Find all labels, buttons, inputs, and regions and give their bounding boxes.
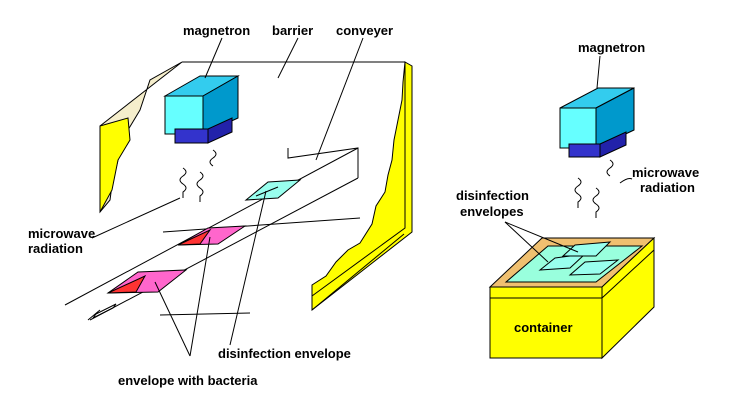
magnetron-right-base xyxy=(568,143,601,158)
leader-magnetron-right xyxy=(596,55,601,89)
magnetron-left-base xyxy=(174,128,209,144)
label-radiation-right: radiation xyxy=(640,180,695,195)
left-tunnel-diagram xyxy=(64,37,413,357)
wave-arrow-right-2 xyxy=(592,187,600,218)
label-envelope-with-bacteria: envelope with bacteria xyxy=(118,373,258,388)
container-side xyxy=(601,236,655,360)
bacteria-envelope-2-flap xyxy=(107,274,147,294)
conveyor-edge-2 xyxy=(89,177,359,321)
container-rim-lower xyxy=(490,249,655,299)
disinfection-envelope-flap xyxy=(255,186,279,197)
label-disinfection-envelope: disinfection envelope xyxy=(218,346,351,361)
left-wall-yellow xyxy=(99,117,131,213)
conveyor-front-1 xyxy=(162,217,361,233)
magnetron-left-base-side xyxy=(207,117,233,144)
leader-disinfection-envelopes-1 xyxy=(504,221,549,263)
bacteria-envelope-1-flap xyxy=(177,228,212,246)
label-barrier: barrier xyxy=(272,23,313,38)
leader-bacteria-2 xyxy=(154,281,191,357)
label-microwave-left: microwave xyxy=(28,226,95,241)
label-magnetron-left: magnetron xyxy=(183,23,250,38)
magnetron-right-front xyxy=(559,107,597,149)
conveyor-edge-1 xyxy=(64,147,359,306)
wave-arrow-right-4 xyxy=(619,178,633,184)
leader-disinfection-envelopes-2 xyxy=(504,221,579,253)
container-envelope-2 xyxy=(568,259,620,276)
conveyor-back-top xyxy=(287,147,359,178)
container-envelope-3 xyxy=(561,241,612,257)
leader-disinfection-1 xyxy=(229,190,267,346)
labels: magnetron barrier conveyer microwave rad… xyxy=(28,23,699,388)
input-arrow xyxy=(87,303,117,321)
label-conveyer: conveyer xyxy=(336,23,393,38)
magnetron-right-base-side xyxy=(599,131,627,158)
right-wall-back-edge xyxy=(311,62,406,297)
label-magnetron-right: magnetron xyxy=(578,40,645,55)
wave-arrow-left-1 xyxy=(179,167,187,198)
label-disinfection-envelopes-1: disinfection xyxy=(456,188,529,203)
wave-arrow-left-3 xyxy=(209,149,217,167)
label-radiation-left: radiation xyxy=(28,241,83,256)
label-disinfection-envelopes-2: envelopes xyxy=(460,204,524,219)
conveyor-front-2 xyxy=(159,312,251,316)
right-container-diagram xyxy=(488,55,656,360)
disinfection-envelope-left xyxy=(244,179,302,201)
leader-conveyer xyxy=(315,37,364,161)
magnetron-left-front xyxy=(164,95,204,135)
wave-arrow-left-2 xyxy=(196,171,204,202)
label-microwave-right: microwave xyxy=(632,165,699,180)
leader-magnetron-left xyxy=(204,37,223,79)
label-container: container xyxy=(514,320,573,335)
conveyor-front-3 xyxy=(311,233,405,311)
leader-barrier xyxy=(277,37,299,79)
wave-arrow-right-1 xyxy=(574,177,582,208)
right-wall xyxy=(311,61,413,312)
leader-bacteria-1 xyxy=(189,236,211,357)
leader-microwave-left xyxy=(91,197,181,239)
wave-arrow-right-3 xyxy=(606,159,614,177)
